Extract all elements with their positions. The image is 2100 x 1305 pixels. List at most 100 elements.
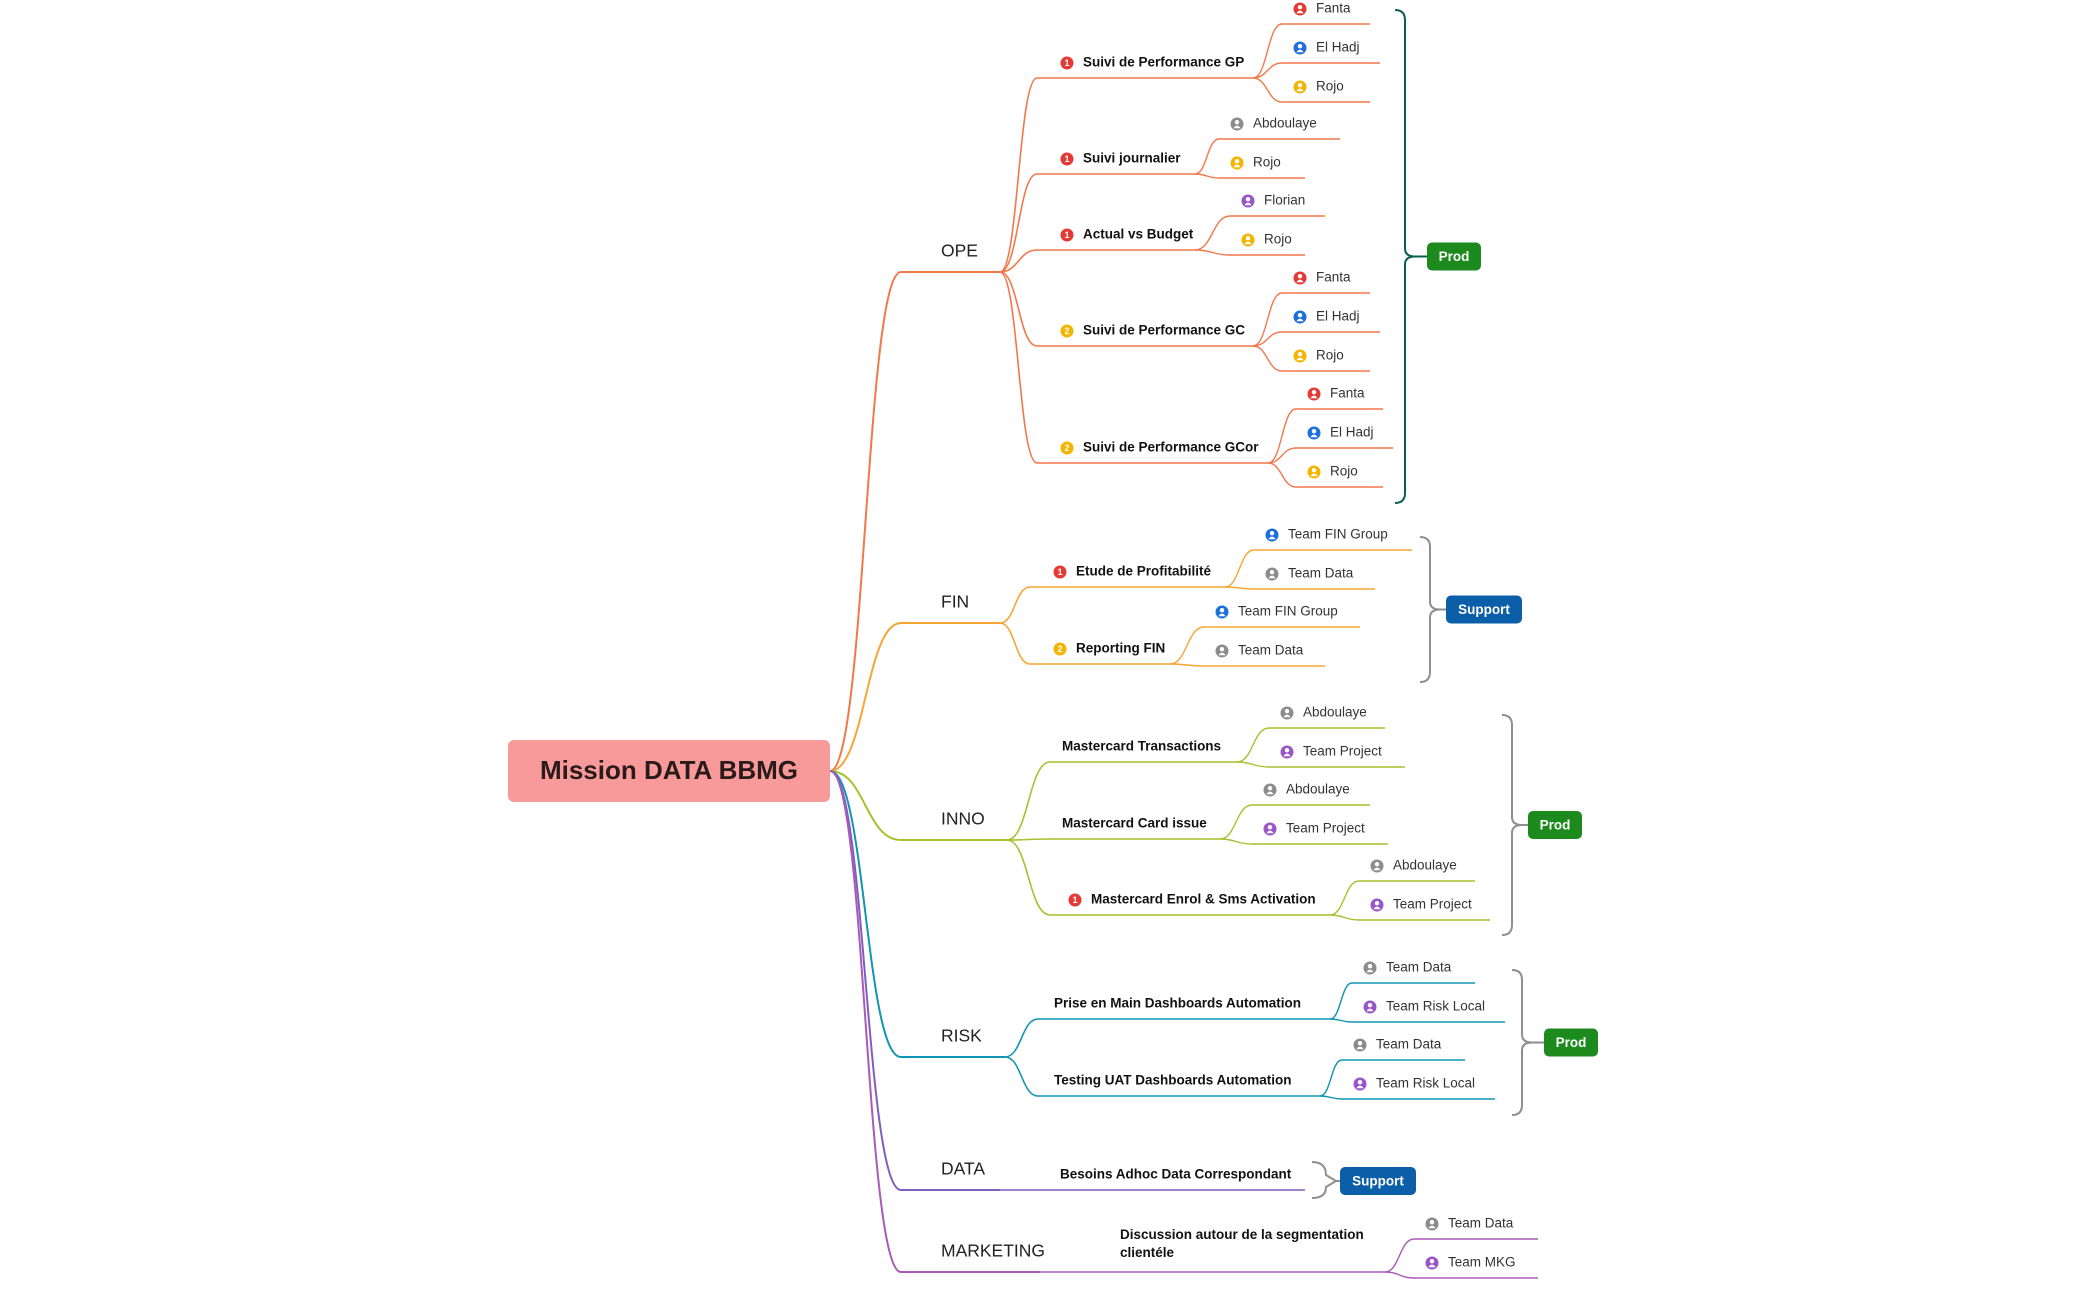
user-icon-head: [1219, 608, 1225, 613]
user-icon-gray: [1215, 644, 1229, 658]
person-label: Abdoulaye: [1303, 705, 1367, 720]
task-label: Etude de Profitabilité: [1076, 564, 1212, 579]
person-label: Abdoulaye: [1253, 116, 1317, 131]
priority-2-icon: 2: [1053, 642, 1067, 656]
priority-number: 2: [1064, 326, 1069, 336]
prod-badge[interactable]: Prod: [1544, 1028, 1598, 1057]
user-icon-head: [1297, 83, 1303, 88]
user-icon-purple: [1263, 822, 1277, 836]
priority-dot: [1053, 565, 1067, 579]
person-label: Team Project: [1393, 897, 1472, 912]
root-node[interactable]: Mission DATA BBMG: [508, 740, 830, 802]
user-icon-head: [1269, 531, 1275, 536]
connector-line: [1169, 663, 1205, 667]
prod-badge[interactable]: Prod: [1427, 242, 1481, 271]
user-icon-body: [1268, 536, 1276, 540]
user-icon-yellow: [1307, 465, 1321, 479]
user-icon-body: [1296, 318, 1304, 322]
user-icon-body: [1373, 906, 1381, 910]
priority-1-icon: 1: [1060, 56, 1074, 70]
user-icon-blue: [1265, 528, 1279, 542]
person-label: Team Data: [1376, 1037, 1442, 1052]
person-label: Team Data: [1238, 643, 1304, 658]
user-icon-yellow: [1293, 349, 1307, 363]
connector-line: [829, 770, 902, 1273]
user-icon-body: [1283, 714, 1291, 718]
user-icon-body: [1266, 791, 1274, 795]
user-icon-head: [1234, 120, 1240, 125]
task-label: Mastercard Card issue: [1062, 816, 1207, 831]
branch-label-marketing: MARKETING: [941, 1241, 1045, 1261]
user-icon-head: [1357, 1041, 1363, 1046]
user-icon-head: [1284, 748, 1290, 753]
branch-label-data: DATA: [941, 1159, 985, 1179]
person-label: Team Risk Local: [1376, 1076, 1475, 1091]
user-icon-head: [1267, 786, 1273, 791]
badge-bg: [1528, 811, 1582, 839]
badge-label: Prod: [1540, 818, 1571, 833]
task-label: Mastercard Enrol & Sms Activation: [1091, 892, 1316, 907]
user-icon-purple: [1241, 194, 1255, 208]
connector-line: [1252, 23, 1283, 79]
user-icon-body: [1296, 88, 1304, 92]
connector-line: [1006, 839, 1051, 916]
person-label: Team Project: [1303, 744, 1382, 759]
task-label: Testing UAT Dashboards Automation: [1054, 1073, 1292, 1088]
user-icon-body: [1244, 241, 1252, 245]
badge-label: Support: [1458, 602, 1510, 617]
prod-badge[interactable]: Prod: [1528, 811, 1582, 839]
user-icon-body: [1296, 10, 1304, 14]
root-title: Mission DATA BBMG: [540, 755, 798, 785]
user-icon-gray: [1425, 1217, 1439, 1231]
user-icon-body: [1296, 279, 1304, 283]
user-icon-body: [1233, 164, 1241, 168]
user-icon-head: [1367, 964, 1373, 969]
task-label: Actual vs Budget: [1083, 227, 1194, 242]
user-icon-yellow: [1241, 233, 1255, 247]
task-label: Mastercard Transactions: [1062, 739, 1221, 754]
connector-line: [1384, 1238, 1415, 1273]
person-label: Team Data: [1386, 960, 1452, 975]
user-icon-body: [1296, 49, 1304, 53]
person-label: Team MKG: [1448, 1255, 1516, 1270]
user-icon-body: [1218, 652, 1226, 656]
connector-line: [1194, 249, 1231, 256]
connector-line: [1252, 292, 1283, 347]
support-badge[interactable]: Support: [1446, 595, 1522, 624]
person-label: El Hadj: [1330, 425, 1374, 440]
user-icon-body: [1283, 753, 1291, 757]
person-label: Team Data: [1288, 566, 1354, 581]
connector-line: [829, 622, 902, 772]
connector-line: [829, 770, 902, 1191]
user-icon-body: [1268, 575, 1276, 579]
priority-dot: [1060, 441, 1074, 455]
support-badge[interactable]: Support: [1340, 1167, 1416, 1195]
user-icon-gray: [1280, 706, 1294, 720]
user-icon-purple: [1425, 1256, 1439, 1270]
task-label: Suivi de Performance GC: [1083, 323, 1245, 338]
priority-number: 1: [1072, 895, 1077, 905]
user-icon-gray: [1230, 117, 1244, 131]
root-bg: [508, 740, 830, 802]
user-icon-body: [1366, 1008, 1374, 1012]
user-icon-head: [1234, 159, 1240, 164]
person-label: El Hadj: [1316, 40, 1360, 55]
user-icon-gray: [1263, 783, 1277, 797]
user-icon-head: [1374, 862, 1380, 867]
user-icon-head: [1311, 468, 1317, 473]
branch-label-ope: OPE: [941, 241, 978, 261]
connector-line: [1004, 1018, 1039, 1058]
person-label: Fanta: [1316, 270, 1351, 285]
connector-line: [999, 586, 1031, 624]
summary-bracket: [1311, 1161, 1338, 1199]
user-icon-head: [1245, 197, 1251, 202]
person-label: Team Data: [1448, 1216, 1514, 1231]
priority-dot: [1053, 642, 1067, 656]
user-icon-head: [1284, 709, 1290, 714]
user-icon-red: [1293, 2, 1307, 16]
summary-bracket: [1419, 536, 1441, 683]
connector-line: [1267, 462, 1297, 488]
user-icon-blue: [1293, 310, 1307, 324]
task-label: Suivi de Performance GP: [1083, 55, 1244, 70]
connector-line: [829, 770, 902, 841]
